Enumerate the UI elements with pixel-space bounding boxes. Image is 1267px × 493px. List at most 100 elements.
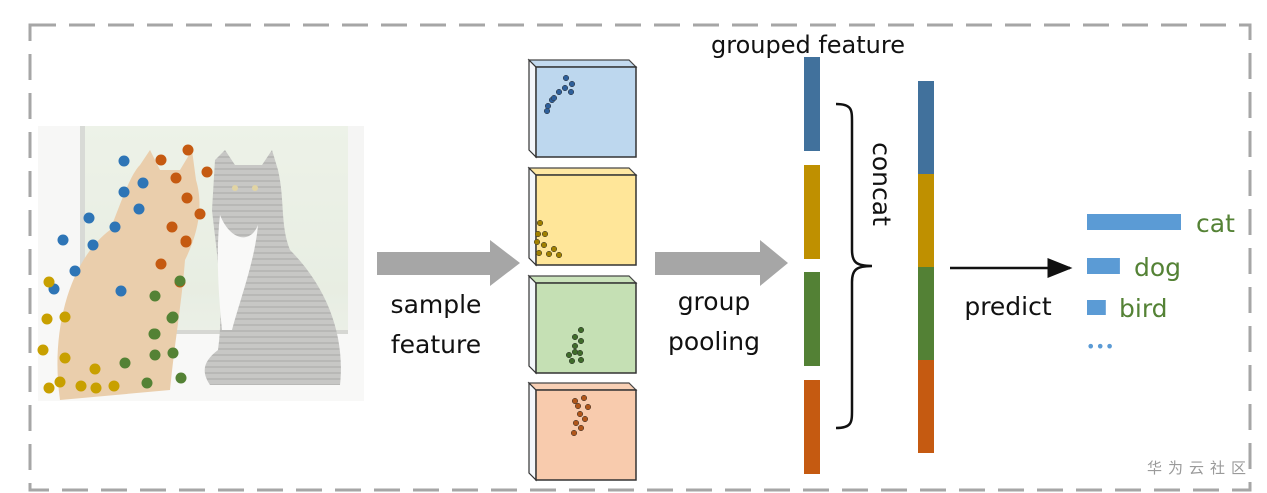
- feature-dot: [533, 238, 541, 246]
- prediction-label: cat: [1196, 209, 1235, 238]
- sample-point-blue: [57, 234, 69, 246]
- feature-dot: [571, 397, 579, 405]
- feature-dot: [568, 80, 576, 88]
- sample-point-orange: [182, 144, 194, 156]
- sample-point-orange: [180, 236, 192, 248]
- feature-dot: [550, 245, 558, 253]
- feature-map-orange: [527, 381, 638, 482]
- feature-dot: [535, 249, 543, 257]
- feature-dot: [574, 402, 582, 410]
- prediction-label: dog: [1134, 253, 1181, 282]
- sample-label-line1: sample: [391, 290, 482, 319]
- sample-point-yellow: [59, 311, 71, 323]
- watermark: 华为云社区: [1147, 459, 1252, 477]
- feature-dot: [567, 88, 575, 96]
- sample-point-green: [148, 328, 160, 340]
- feature-map-blue: [527, 58, 638, 159]
- sample-arrow: [377, 240, 520, 286]
- sample-point-yellow: [75, 380, 87, 392]
- feature-dot: [536, 219, 544, 227]
- concat-segment-3: [918, 267, 934, 360]
- sample-point-green: [119, 357, 131, 369]
- concat-brace: [835, 102, 873, 430]
- sample-point-yellow: [41, 313, 53, 325]
- orange-cat: [57, 150, 200, 400]
- sample-point-yellow: [54, 376, 66, 388]
- predict-label: predict: [964, 292, 1052, 321]
- grouped-bar-1: [804, 57, 820, 151]
- sample-point-orange: [155, 154, 167, 166]
- sampled-points: [37, 144, 213, 394]
- sample-point-orange: [166, 221, 178, 233]
- sample-point-yellow: [43, 382, 55, 394]
- sample-point-yellow: [37, 344, 49, 356]
- sample-point-yellow: [59, 352, 71, 364]
- feature-dot: [581, 415, 589, 423]
- feature-map-green: [527, 274, 638, 375]
- sample-label-line2: feature: [391, 330, 481, 359]
- feature-dot: [571, 333, 579, 341]
- feature-dot: [568, 357, 576, 365]
- feature-dot: [571, 342, 579, 350]
- feature-dot: [570, 429, 578, 437]
- sample-point-blue: [109, 221, 121, 233]
- sample-point-orange: [201, 166, 213, 178]
- group-pooling-arrow: [655, 240, 788, 286]
- feature-dot: [545, 250, 553, 258]
- sample-point-green: [149, 290, 161, 302]
- prediction-label: bird: [1119, 294, 1168, 323]
- grouped-feature-bars: [804, 57, 820, 474]
- sample-point-green: [166, 312, 178, 324]
- sample-point-orange: [194, 208, 206, 220]
- feature-dot: [565, 351, 573, 359]
- sample-point-yellow: [89, 363, 101, 375]
- concatenated-feature-bar: [918, 81, 934, 453]
- concat-segment-1: [918, 81, 934, 174]
- feature-dot: [576, 349, 584, 357]
- sample-point-green: [174, 275, 186, 287]
- sample-point-blue: [69, 265, 81, 277]
- grey-cat: [204, 150, 341, 385]
- feature-dot: [550, 94, 558, 102]
- feature-dot: [571, 348, 579, 356]
- concat-segment-4: [918, 360, 934, 453]
- dashed-frame: [28, 23, 1252, 492]
- sample-point-green: [167, 347, 179, 359]
- sample-point-blue: [118, 186, 130, 198]
- feature-dot: [577, 356, 585, 364]
- sample-point-blue: [133, 203, 145, 215]
- prediction-bar: [1087, 300, 1106, 315]
- sample-point-green: [175, 372, 187, 384]
- sample-point-blue: [118, 155, 130, 167]
- feature-dot: [577, 337, 585, 345]
- feature-dot: [541, 230, 549, 238]
- feature-dot: [544, 102, 552, 110]
- prediction-dog: dog: [1087, 253, 1181, 282]
- sample-point-yellow: [43, 276, 55, 288]
- sample-point-blue: [137, 177, 149, 189]
- grouped-feature-title: grouped feature: [711, 31, 905, 59]
- sample-point-yellow: [90, 382, 102, 394]
- feature-dot: [584, 403, 592, 411]
- sample-point-blue: [115, 285, 127, 297]
- grouped-bar-4: [804, 380, 820, 474]
- prediction-cat: cat: [1087, 209, 1235, 238]
- feature-dot: [534, 230, 542, 238]
- concat-segment-2: [918, 174, 934, 267]
- feature-dot: [555, 88, 563, 96]
- grouped-bar-2: [804, 165, 820, 259]
- feature-dot: [576, 410, 584, 418]
- feature-dot: [577, 326, 585, 334]
- input-image: [38, 126, 364, 401]
- pool-label-line1: group: [678, 287, 751, 316]
- feature-dot: [540, 241, 548, 249]
- prediction-bar: [1087, 258, 1120, 274]
- feature-dot: [580, 394, 588, 402]
- pool-label-line2: pooling: [668, 327, 760, 356]
- sample-point-orange: [181, 192, 193, 204]
- feature-dot: [555, 251, 563, 259]
- feature-dot: [572, 419, 580, 427]
- prediction-bird: bird: [1087, 294, 1168, 323]
